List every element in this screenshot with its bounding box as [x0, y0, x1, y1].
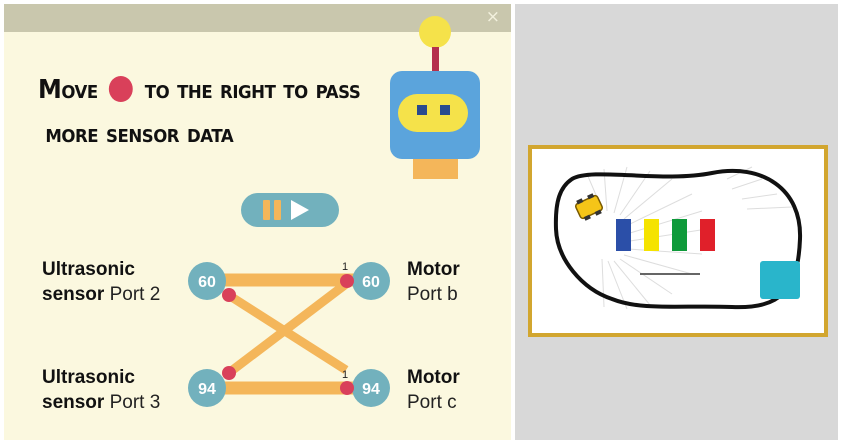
sensor-bottom-port: Port 3 — [109, 392, 161, 413]
robot-antenna-ball — [419, 16, 451, 48]
motor-top-label: Motor Port b — [407, 257, 460, 307]
wire-cross-up — [227, 280, 349, 376]
connection-diagram: 60 60 94 94 1 1 — [188, 261, 390, 407]
close-icon[interactable]: × — [485, 7, 500, 27]
motor-bottom-marker: 1 — [342, 369, 348, 381]
handle-motor-bottom[interactable] — [340, 381, 354, 395]
motor-bottom-node — [352, 369, 390, 407]
sensor-bottom-value: 94 — [198, 381, 216, 398]
sensor-top-label: Ultrasonic sensor Port 2 — [42, 257, 160, 307]
color-bar-red — [700, 219, 715, 251]
pause-icon[interactable] — [263, 200, 283, 220]
motor-top-port: Port b — [407, 284, 458, 305]
motor-top-value: 60 — [362, 274, 380, 291]
handle-sensor-top[interactable] — [222, 288, 236, 302]
robot-eye-right — [440, 105, 450, 115]
color-bar-blue — [616, 219, 631, 251]
play-icon[interactable] — [291, 200, 309, 220]
simulation-arena — [528, 145, 828, 337]
motor-bottom-value: 94 — [362, 381, 380, 398]
instruction-text: Move to the right to pass more sensor da… — [38, 68, 369, 156]
sensor-rays — [586, 166, 793, 310]
robot-mascot-icon — [390, 16, 480, 179]
motor-bottom-label: Motor Port c — [407, 365, 460, 415]
handle-sensor-bottom[interactable] — [222, 366, 236, 380]
red-dot-icon — [109, 76, 134, 102]
robot-visor — [398, 94, 468, 132]
arena-drawing — [553, 166, 803, 310]
sensor-bottom-node — [188, 369, 226, 407]
motor-top-node — [352, 262, 390, 300]
sensor-top-prefix: sensor — [42, 284, 105, 305]
track-loop — [553, 168, 803, 310]
instruction-line1-end: to the right to pass — [144, 75, 361, 105]
playback-controls[interactable] — [241, 193, 339, 227]
robot-antenna-stem — [432, 47, 439, 72]
motor-top-marker: 1 — [342, 261, 348, 273]
sensor-top-node — [188, 262, 226, 300]
sensor-bottom-prefix: sensor — [42, 392, 105, 413]
robot-neck — [413, 159, 458, 179]
simulation-panel — [515, 4, 838, 440]
target-box — [760, 261, 800, 299]
lesson-panel: × Move to the right to pass more sensor … — [4, 4, 511, 440]
motor-bottom-name: Motor — [407, 367, 460, 388]
sensor-top-name: Ultrasonic — [42, 259, 135, 280]
color-bar-green — [672, 219, 687, 251]
handle-motor-top[interactable] — [340, 274, 354, 288]
motor-bottom-port: Port c — [407, 392, 457, 413]
robot-eye-left — [417, 105, 427, 115]
instruction-line2: more sensor data — [45, 119, 234, 149]
robot-car-icon — [574, 193, 604, 221]
instruction-line1-start: Move — [38, 75, 98, 105]
sensor-top-value: 60 — [198, 274, 216, 291]
sensor-bottom-label: Ultrasonic sensor Port 3 — [42, 365, 160, 415]
color-bar-yellow — [644, 219, 659, 251]
sensor-top-port: Port 2 — [109, 284, 161, 305]
motor-top-name: Motor — [407, 259, 460, 280]
sensor-bottom-name: Ultrasonic — [42, 367, 135, 388]
